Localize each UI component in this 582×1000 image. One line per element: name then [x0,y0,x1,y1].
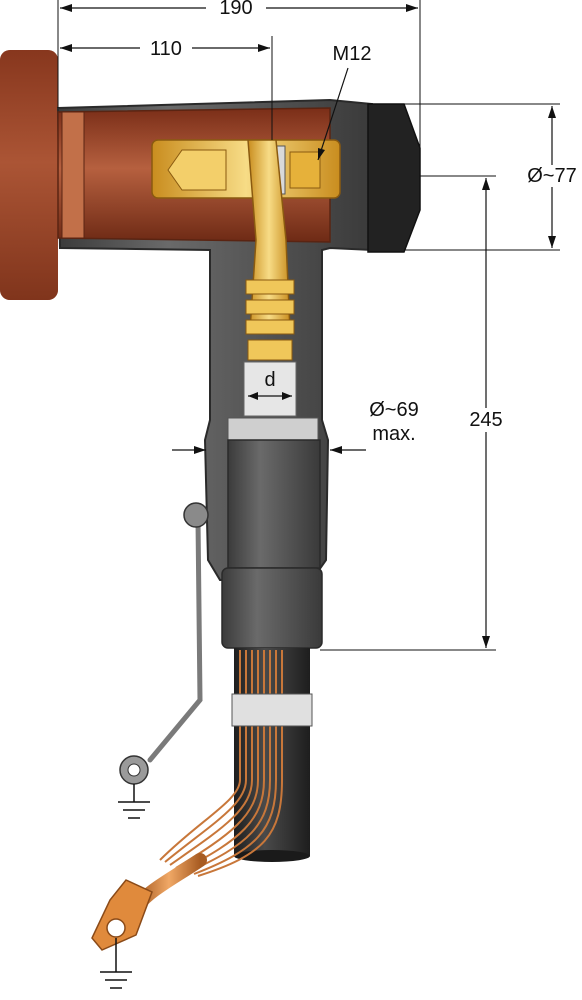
dimension-center-offset: 110 [60,36,273,140]
ground-symbol-icon [100,938,132,989]
overall-width-label: 190 [219,0,252,19]
cable [159,648,313,877]
brass-contact [151,139,341,361]
dimension-bushing-diameter: Ø~77 [404,103,581,251]
thread-callout: M12 [317,43,372,161]
dimension-conductor: d [248,369,292,400]
center-offset-label: 110 [150,38,182,60]
height-label: 245 [469,409,502,431]
bushing-diameter-label: Ø~77 [527,165,576,187]
dimension-body-diameter: Ø~69 max. [172,399,419,454]
ground-symbol-icon [118,784,150,819]
copper-earth-lead [91,853,207,951]
cable-sleeve [221,439,323,649]
body-diameter-note: max. [372,423,415,445]
screen-wires [159,650,283,877]
bushing-flange [0,50,58,300]
dimension-height: 245 [320,175,508,651]
thread-label: M12 [333,43,372,65]
end-cap [367,103,421,253]
dimension-overall-width: 190 [57,0,421,148]
conductor-label: d [264,369,275,391]
grey-earth-wire [119,502,209,785]
body-diameter-label: Ø~69 [369,399,418,421]
